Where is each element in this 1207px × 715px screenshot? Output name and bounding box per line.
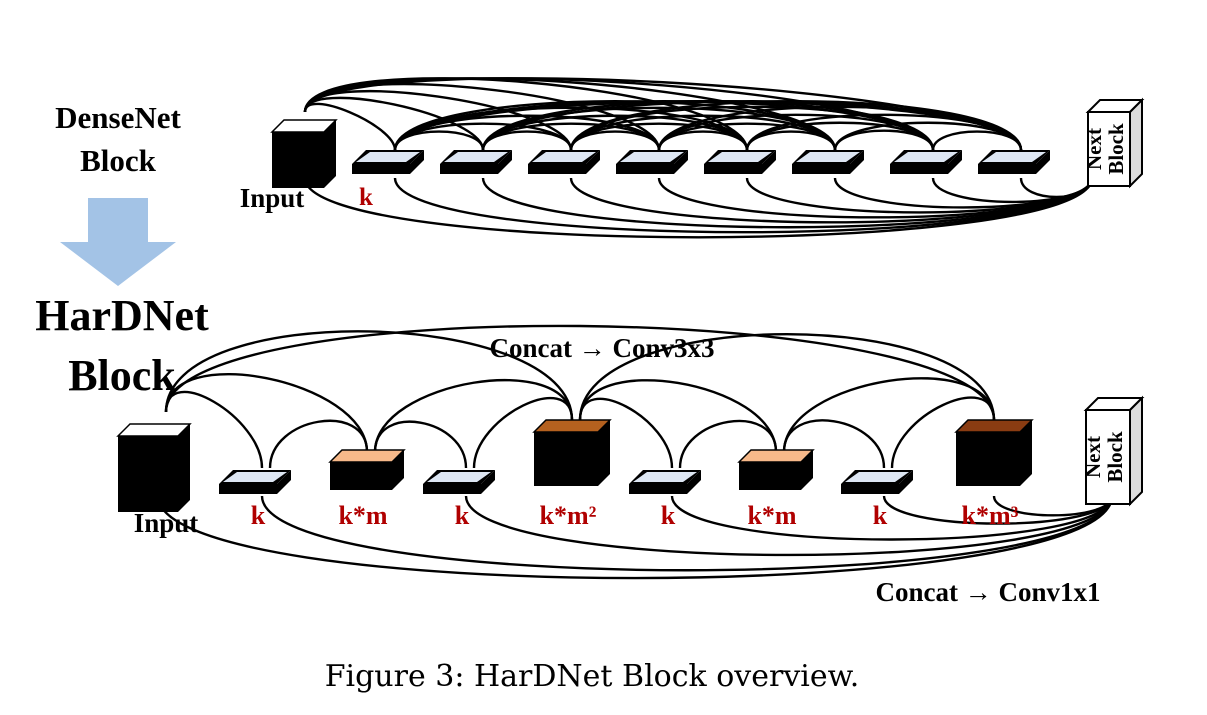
dense-arc-next-7 bbox=[931, 177, 1094, 204]
hardnet-layer-label-8: k*m³ bbox=[962, 501, 1019, 530]
hardnet-next-block-front bbox=[1085, 409, 1131, 505]
dense-arc-7-8 bbox=[931, 130, 1023, 151]
hard-arc-next-1 bbox=[260, 495, 1114, 572]
hardnet-layer-8 bbox=[954, 419, 1034, 486]
hardnet-next-block-label-line2: Block bbox=[1103, 431, 1127, 483]
hard-arc-0-4 bbox=[164, 330, 574, 421]
densenet-layers bbox=[270, 119, 1050, 188]
dense-arc-next-1 bbox=[393, 177, 1094, 234]
densenet-layer-6 bbox=[792, 150, 864, 174]
concat-conv1x1-label: Concat → Conv1x1 bbox=[875, 577, 1100, 607]
hardnet-title-line2: Block bbox=[68, 351, 176, 400]
hardnet-input-label: Input bbox=[134, 508, 199, 538]
densenet-layer-8 bbox=[978, 150, 1050, 174]
densenet-layer-7 bbox=[890, 150, 962, 174]
densenet-layer-5 bbox=[704, 150, 776, 174]
densenet-layer-1 bbox=[352, 150, 424, 174]
hardnet-layer-label-2: k*m bbox=[338, 501, 387, 530]
hardnet-layer-label-6: k*m bbox=[747, 501, 796, 530]
hardnet-input-block bbox=[116, 423, 192, 512]
densenet-layer-3 bbox=[528, 150, 600, 174]
hard-arc-4-6 bbox=[578, 379, 778, 453]
hardnet-layer-label-5: k bbox=[661, 501, 676, 530]
hard-arc-0-2 bbox=[164, 372, 369, 453]
hardnet-layer-6 bbox=[737, 449, 815, 490]
hardnet-layer-1 bbox=[219, 470, 291, 494]
hardnet-layer-4 bbox=[532, 419, 612, 486]
down-arrow-icon bbox=[60, 198, 176, 286]
hardnet-layers bbox=[116, 419, 1034, 512]
densenet-title-line1: DenseNet bbox=[55, 100, 181, 135]
hardnet-title-line1: HarDNet bbox=[35, 291, 209, 340]
dense-arc-0-5 bbox=[303, 77, 749, 151]
figure-caption: Figure 3: HarDNet Block overview. bbox=[325, 659, 860, 694]
hardnet-layer-5 bbox=[629, 470, 701, 494]
dense-arc-4-8 bbox=[657, 105, 1023, 151]
hardnet-connections bbox=[156, 324, 1114, 580]
concat-conv3x3-label: Concat → Conv3x3 bbox=[489, 333, 714, 363]
densenet-next-block-side bbox=[1129, 97, 1143, 189]
hardnet-layer-labels: k k*m k k*m² k k*m k k*m³ bbox=[251, 501, 1019, 530]
densenet-title-line2: Block bbox=[80, 143, 157, 178]
densenet-next-block-label-line2: Block bbox=[1104, 123, 1128, 175]
hardnet-layer-3 bbox=[423, 470, 495, 494]
hardnet-layer-label-4: k*m² bbox=[540, 501, 597, 530]
hard-arc-4-8 bbox=[578, 333, 996, 421]
hard-arc-2-4 bbox=[373, 379, 574, 453]
hardnet-layer-2 bbox=[328, 449, 406, 490]
hardnet-next-block-side bbox=[1129, 395, 1143, 507]
densenet-input-label: Input bbox=[240, 183, 305, 213]
hardnet-layer-label-7: k bbox=[873, 501, 888, 530]
hardnet-next-block-label-line1: Next bbox=[1081, 436, 1105, 478]
densenet-input-block bbox=[270, 119, 338, 188]
hardnet-layer-label-1: k bbox=[251, 501, 266, 530]
hard-arc-next-0 bbox=[156, 495, 1114, 580]
hard-arc-next-5 bbox=[670, 495, 1114, 541]
densenet-next-block-label-line1: Next bbox=[1082, 128, 1106, 170]
densenet-connections bbox=[303, 77, 1094, 239]
hard-arc-next-3 bbox=[464, 495, 1114, 557]
hardnet-layer-label-3: k bbox=[455, 501, 470, 530]
densenet-next-block-front bbox=[1087, 111, 1131, 187]
densenet-layer-label: k bbox=[359, 184, 373, 211]
hard-arc-0-8 bbox=[164, 324, 996, 421]
densenet-layer-4 bbox=[616, 150, 688, 174]
densenet-layer-2 bbox=[440, 150, 512, 174]
hardnet-layer-7 bbox=[841, 470, 913, 494]
